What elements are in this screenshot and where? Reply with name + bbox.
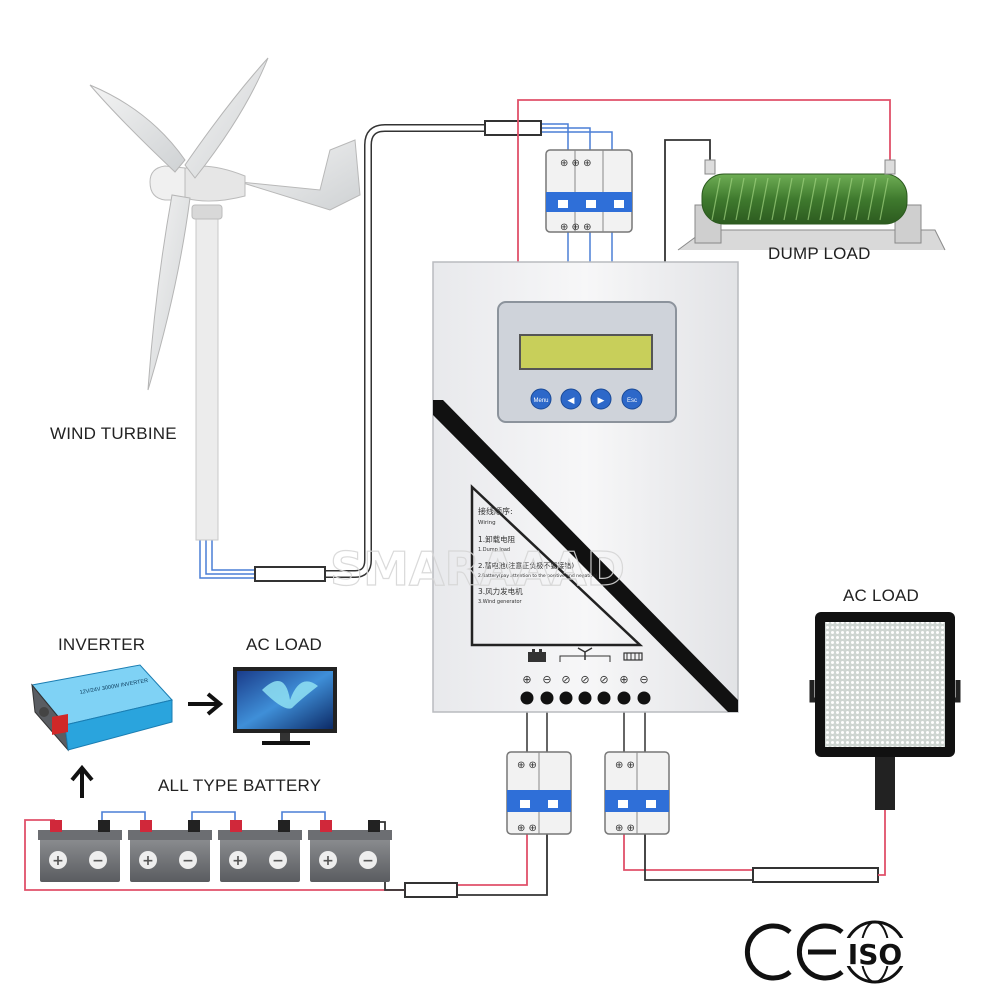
svg-text:−: − [272,853,284,869]
wiring-step: 3.风力发电机 [478,586,523,596]
arrow-up-icon [70,764,94,798]
turbine-hub [149,165,186,201]
wind-turbine [89,57,361,541]
battery-label: ALL TYPE BATTERY [158,776,322,795]
svg-text:⊖: ⊖ [542,673,551,686]
dump-load-icon [623,652,643,661]
battery-breaker: ⊕ ⊕ ⊕ ⊕ [506,751,572,835]
certifications: ISO [744,920,912,984]
wiring-instructions-triangle [470,484,644,647]
iso-text: ISO [848,938,902,971]
arrow-right-icon [188,692,224,716]
monitor [233,667,337,745]
inverter-label: INVERTER [58,635,146,654]
turbine-blade [147,194,191,391]
wiring-subtitle: Wiring [478,520,496,526]
menu-button[interactable] [530,388,552,410]
battery: + − [38,820,122,882]
watermark: SMARAAAD [330,542,625,596]
wiring-step: 2.Battery(pay attention to the positive … [478,573,598,579]
svg-text:⊘: ⊘ [599,673,608,686]
menu-button-label: Menu [533,398,548,404]
dump-load-resistor [677,159,946,251]
lcd-screen [519,334,653,370]
svg-text:−: − [182,853,194,869]
svg-text:⊕ ⊕: ⊕ ⊕ [615,760,635,771]
inverter: 12V/24V 3000W INVERTER [31,664,173,752]
svg-text:+: + [142,853,154,869]
iso-logo-icon: ISO [838,920,912,984]
wiring-step: 1.Dump load [478,547,510,553]
svg-text:−: − [362,853,374,869]
svg-text:+: + [232,853,244,869]
ac-load-monitor-label: AC LOAD [246,635,323,654]
turbine-blade [89,84,186,173]
svg-text:⊕: ⊕ [619,673,628,686]
svg-text:+: + [322,853,334,869]
generator-breaker: ⊕ ⊕ ⊕ ⊕ ⊕ ⊕ [545,149,633,233]
ce-mark-icon [744,923,844,981]
left-button[interactable] [560,388,582,410]
svg-text:−: − [92,853,104,869]
turbine-tower [195,209,219,541]
load-breaker: ⊕ ⊕ ⊕ ⊕ [604,751,670,835]
svg-text:+: + [52,853,64,869]
turbine-tail-vane [239,139,361,211]
turbine-cable-sleeve [254,566,326,582]
wiring-instructions: 接线顺序: Wiring 1.卸载电阻 1.Dump load 2.蓄电池(注意… [478,506,598,605]
svg-text:⊕ ⊕: ⊕ ⊕ [517,823,537,834]
svg-text:⊕ ⊕: ⊕ ⊕ [517,760,537,771]
led-flood-light [809,612,961,810]
battery-icon [528,652,546,662]
wiring-step: 1.卸载电阻 [478,534,516,544]
right-button[interactable] [590,388,612,410]
dump-load-label: DUMP LOAD [768,244,871,263]
wiring-title: 接线顺序: [478,506,513,516]
left-button-label: ◀ [568,396,575,406]
esc-button-label: Esc [627,398,637,404]
battery: + − [218,820,302,882]
wind-charge-controller: ⊕ ⊖ ⊘ ⊘ ⊘ ⊕ ⊖ [432,261,739,713]
ac-load-lamp-label: AC LOAD [843,586,920,605]
wiring-step: 3.Wind generator [478,599,523,605]
battery: + − [128,820,212,882]
svg-text:⊖: ⊖ [639,673,648,686]
svg-text:⊕: ⊕ [522,673,531,686]
battery: + − [308,820,392,882]
controller-buttons: Menu ◀ ▶ Esc [530,388,643,410]
turbine-blade [184,57,269,179]
svg-text:⊕ ⊕: ⊕ ⊕ [615,823,635,834]
wiring-step: 2.蓄电池(注意正负极不要接错) [478,561,574,570]
svg-text:⊘: ⊘ [580,673,589,686]
wind-turbine-label: WIND TURBINE [50,424,177,443]
butterfly-image [262,681,318,709]
terminal-row [520,691,651,705]
svg-text:⊕ ⊕ ⊕: ⊕ ⊕ ⊕ [560,222,592,233]
battery-bank: + − + − + − + − [38,820,392,882]
svg-text:⊕ ⊕ ⊕: ⊕ ⊕ ⊕ [560,158,592,169]
esc-button[interactable] [621,388,643,410]
svg-text:⊘: ⊘ [561,673,570,686]
right-button-label: ▶ [598,396,605,406]
